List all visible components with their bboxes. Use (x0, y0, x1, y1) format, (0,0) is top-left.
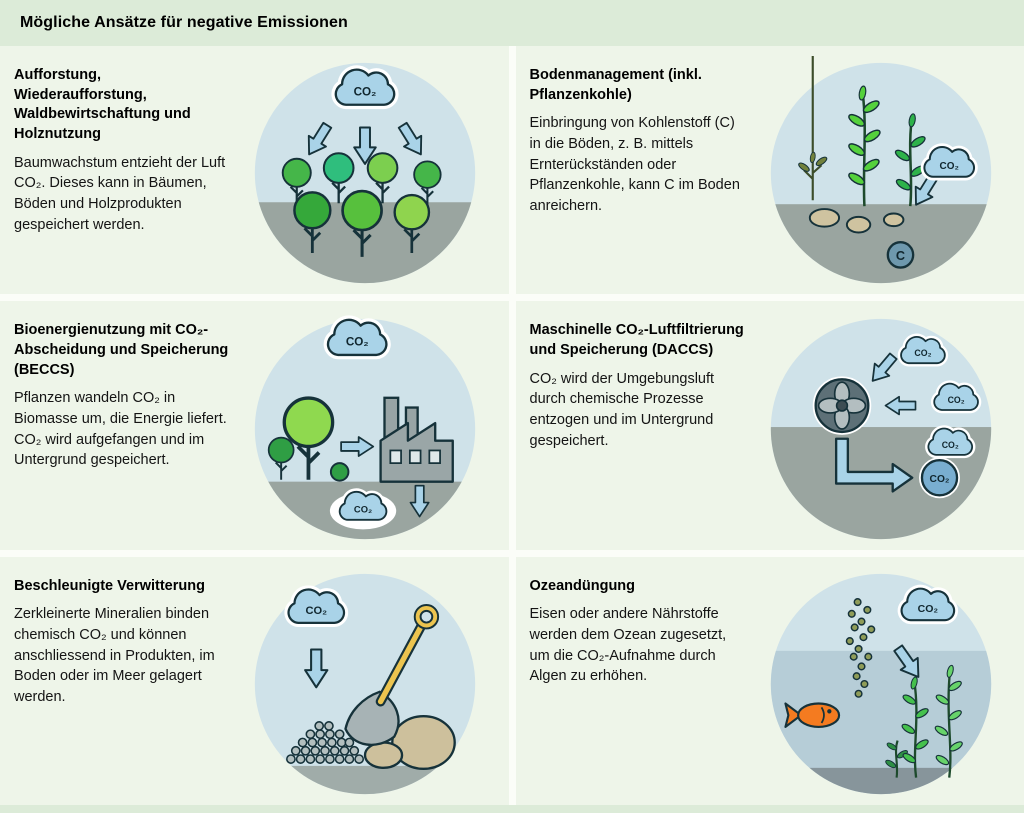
panel-weathering: Beschleunigte Verwitterung Zerkleinerte … (0, 556, 509, 805)
sea-floor (770, 767, 991, 795)
tall-plant-1 (846, 85, 883, 207)
panel-title: Beschleunigte Verwitterung (14, 577, 205, 594)
illustration-forest (255, 62, 476, 284)
co2-cloud-2 (934, 383, 978, 409)
air-filter-machine (812, 375, 871, 435)
carbon-circle: C (886, 241, 915, 269)
ground (770, 204, 991, 284)
panel-body: Pflanzen wandeln CO₂ in Biomasse um, die… (14, 390, 227, 469)
co2-cloud (924, 147, 974, 177)
tall-plant-2 (892, 112, 928, 207)
ground (255, 765, 476, 795)
co2-cloud-1 (901, 336, 945, 362)
soil-rocks (808, 208, 905, 234)
illustration-beccs (255, 312, 476, 539)
bush (330, 461, 350, 482)
carbon-label: C (896, 249, 905, 263)
panel-body: Einbringung von Kohlenstoff (C) in die B… (529, 115, 740, 214)
panel-title: Ozeandüngung (529, 577, 636, 594)
co2-cloud-underground (340, 491, 387, 519)
panel-title: Bioenergienutzung mit CO₂-Abscheidung un… (14, 322, 229, 378)
algae-plant-small (883, 740, 909, 778)
co2-cloud (901, 588, 954, 620)
algae-plant-1 (899, 675, 930, 778)
panel-body: Eisen oder andere Nährstoffe werden dem … (529, 606, 727, 685)
page-title: Mögliche Ansätze für negative Emissionen (20, 14, 348, 31)
co2-cloud-sky (328, 319, 386, 354)
panel-ocean-fertilization: Ozeandüngung Eisen oder andere Nährstoff… (515, 556, 1024, 805)
factory (379, 396, 455, 483)
panel-title: Bodenmanagement (inkl. Pflanzenkohle) (529, 67, 702, 103)
panel-soil-management: Bodenmanagement (inkl. Pflanzenkohle) Ei… (515, 46, 1024, 295)
algae-plant-2 (933, 664, 965, 778)
panel-body: CO₂ wird der Umgebungsluft durch chemisc… (529, 370, 715, 449)
illustration-weathering (255, 573, 476, 795)
panel-daccs: Maschinelle CO₂-Luftfiltrierung und Spei… (515, 301, 1024, 550)
panel-afforestation: Aufforstung, Wiederaufforstung, Waldbewi… (0, 46, 509, 295)
panel-title: Maschinelle CO₂-Luftfiltrierung und Spei… (529, 322, 744, 359)
co2-cloud-3 (928, 428, 972, 454)
panel-title: Aufforstung, Wiederaufforstung, Waldbewi… (14, 67, 191, 143)
co2-storage-circle: CO₂ (918, 456, 960, 498)
small-plant (796, 56, 829, 201)
panel-beccs: Bioenergienutzung mit CO₂-Abscheidung un… (0, 301, 509, 550)
co2-cloud (289, 589, 344, 622)
elbow-arrow-icon (834, 437, 914, 493)
co2-label: CO₂ (929, 474, 949, 485)
co2-cloud (336, 70, 394, 105)
header: Mögliche Ansätze für negative Emissionen (0, 0, 1024, 46)
illustration-ocean (770, 573, 991, 795)
illustration-daccs: CO₂ (770, 318, 991, 539)
illustration-soil-carbon: C (770, 56, 991, 284)
shovel (344, 603, 440, 746)
panel-grid: Aufforstung, Wiederaufforstung, Waldbewi… (0, 46, 1024, 805)
rocks (364, 714, 457, 770)
fish (784, 702, 840, 728)
crushed-minerals (286, 720, 365, 764)
nutrient-particles (845, 597, 876, 698)
panel-body: Zerkleinerte Mineralien binden chemisch … (14, 606, 215, 705)
panel-body: Baumwachstum entzieht der Luft CO₂. Dies… (14, 154, 226, 233)
